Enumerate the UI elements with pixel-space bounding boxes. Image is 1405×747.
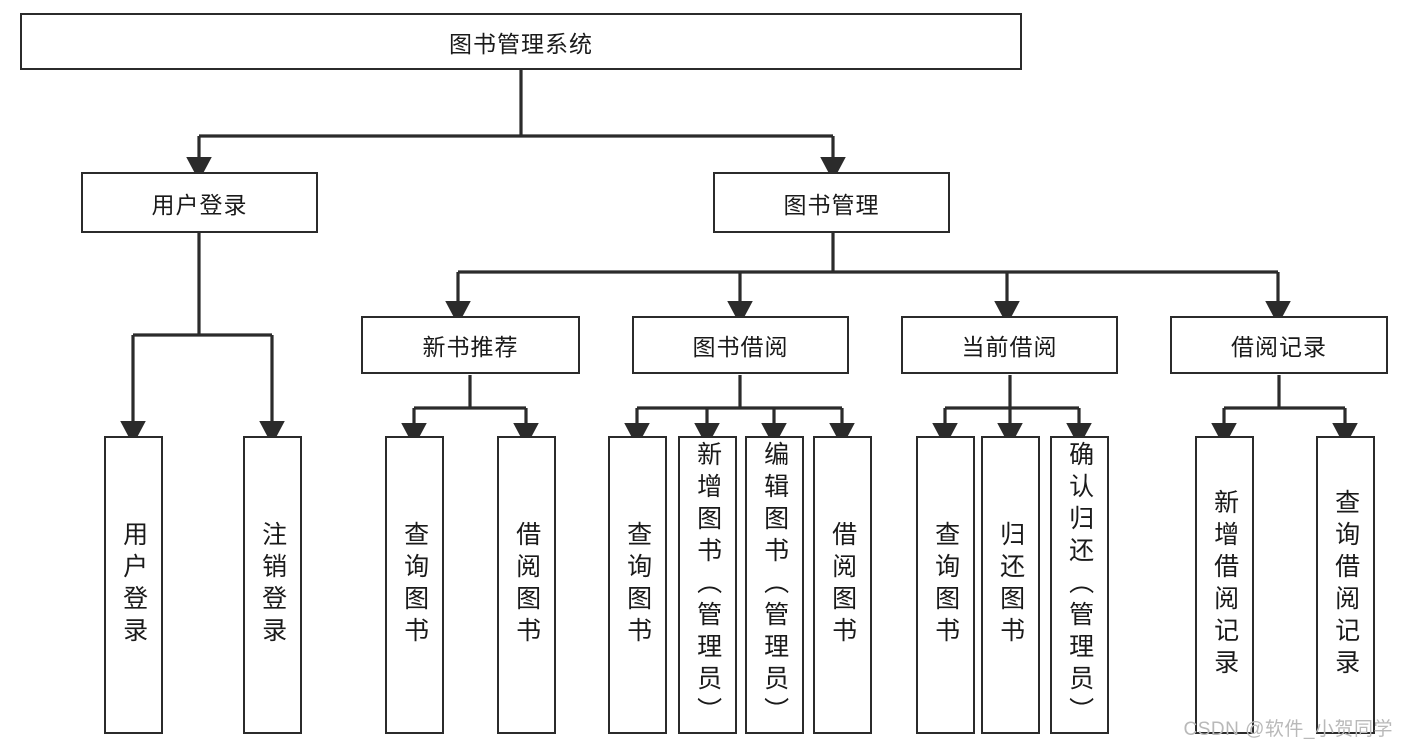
node-leaf-query-record[interactable]: 查询借阅记录	[1316, 436, 1375, 734]
node-root[interactable]: 图书管理系统	[20, 13, 1022, 70]
node-leaf-edit-book-label: 编辑图书（管理员）	[760, 441, 789, 729]
node-leaf-add-book-label: 新增图书（管理员）	[693, 441, 722, 729]
node-current-borrow[interactable]: 当前借阅	[901, 316, 1118, 374]
node-leaf-confirm-return[interactable]: 确认归还（管理员）	[1050, 436, 1109, 734]
node-book-borrow-label: 图书借阅	[692, 334, 789, 360]
node-leaf-query-book-3[interactable]: 查询图书	[916, 436, 975, 734]
node-leaf-add-record[interactable]: 新增借阅记录	[1195, 436, 1254, 734]
node-leaf-query-book-2[interactable]: 查询图书	[608, 436, 667, 734]
node-leaf-borrow-book-1[interactable]: 借阅图书	[497, 436, 556, 734]
node-leaf-query-book-1-label: 查询图书	[400, 521, 429, 649]
node-leaf-return-book-label: 归还图书	[996, 521, 1025, 649]
node-leaf-query-record-label: 查询借阅记录	[1331, 489, 1360, 681]
watermark: CSDN @软件_小贺同学	[1183, 719, 1393, 740]
node-leaf-query-book-1[interactable]: 查询图书	[385, 436, 444, 734]
node-leaf-borrow-book-2-label: 借阅图书	[828, 521, 857, 649]
node-borrow-record[interactable]: 借阅记录	[1170, 316, 1388, 374]
node-leaf-user-login[interactable]: 用户登录	[104, 436, 163, 734]
node-leaf-return-book[interactable]: 归还图书	[981, 436, 1040, 734]
node-leaf-logout-login-label: 注销登录	[258, 521, 287, 649]
node-new-book-recommend-label: 新书推荐	[422, 334, 519, 360]
node-user-login-label: 用户登录	[151, 191, 248, 218]
node-root-label: 图书管理系统	[449, 30, 593, 57]
node-leaf-add-record-label: 新增借阅记录	[1210, 489, 1239, 681]
node-current-borrow-label: 当前借阅	[961, 334, 1058, 360]
node-user-login[interactable]: 用户登录	[81, 172, 318, 233]
node-leaf-confirm-return-label: 确认归还（管理员）	[1065, 441, 1094, 729]
node-book-borrow[interactable]: 图书借阅	[632, 316, 849, 374]
node-book-manage[interactable]: 图书管理	[713, 172, 950, 233]
node-book-manage-label: 图书管理	[783, 191, 880, 218]
node-borrow-record-label: 借阅记录	[1231, 334, 1327, 360]
node-leaf-edit-book[interactable]: 编辑图书（管理员）	[745, 436, 804, 734]
node-leaf-logout-login[interactable]: 注销登录	[243, 436, 302, 734]
node-leaf-borrow-book-1-label: 借阅图书	[512, 521, 541, 649]
node-leaf-add-book[interactable]: 新增图书（管理员）	[678, 436, 737, 734]
node-leaf-user-login-label: 用户登录	[119, 521, 148, 649]
node-leaf-query-book-2-label: 查询图书	[623, 521, 652, 649]
node-new-book-recommend[interactable]: 新书推荐	[361, 316, 580, 374]
node-leaf-query-book-3-label: 查询图书	[931, 521, 960, 649]
node-leaf-borrow-book-2[interactable]: 借阅图书	[813, 436, 872, 734]
